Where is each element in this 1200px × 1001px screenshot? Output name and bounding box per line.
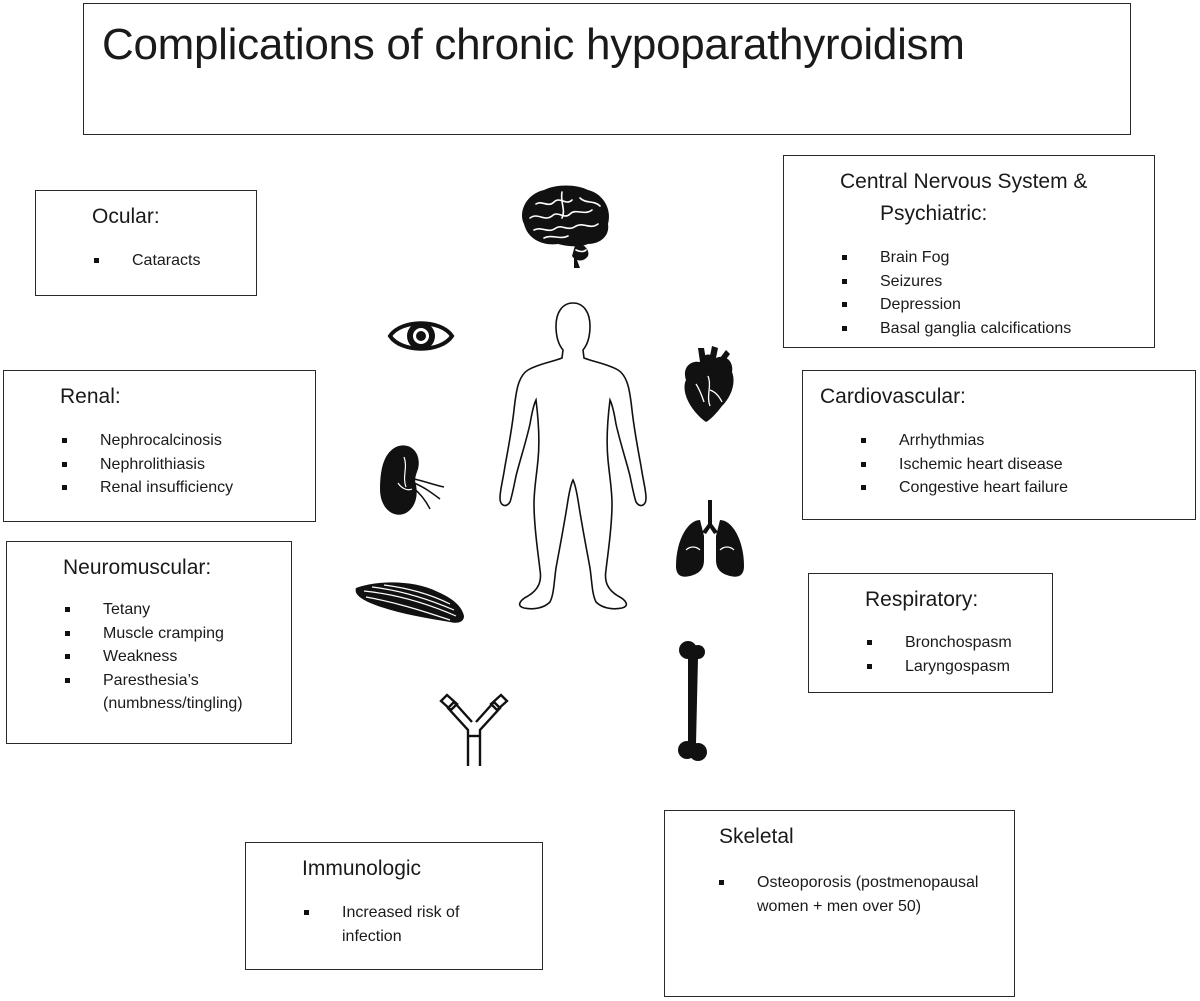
respiratory-box: Respiratory: Bronchospasm Laryngospasm: [808, 573, 1053, 693]
list-item: Brain Fog: [842, 246, 1071, 270]
neuromuscular-heading: Neuromuscular:: [63, 556, 212, 579]
neuromuscular-list: Tetany Muscle cramping Weakness Paresthe…: [65, 598, 280, 716]
respiratory-heading: Respiratory:: [865, 588, 979, 611]
cns-box: Central Nervous System & Psychiatric: Br…: [783, 155, 1155, 348]
list-item: Cataracts: [94, 249, 200, 273]
list-item: Bronchospasm: [867, 631, 1012, 655]
list-item: Tetany: [65, 598, 280, 622]
muscle-icon: [354, 576, 466, 626]
list-item: Weakness: [65, 645, 280, 669]
cns-heading-line1: Central Nervous System &: [840, 170, 1088, 193]
skeletal-box: Skeletal Osteoporosis (postmenopausal wo…: [664, 810, 1015, 997]
ocular-list: Cataracts: [94, 249, 200, 273]
neuromuscular-box: Neuromuscular: Tetany Muscle cramping We…: [6, 541, 292, 744]
human-body-icon: [498, 300, 648, 615]
list-item: Laryngospasm: [867, 655, 1012, 679]
list-item: Depression: [842, 293, 1071, 317]
ocular-box: Ocular: Cataracts: [35, 190, 257, 296]
immunologic-heading: Immunologic: [302, 857, 422, 880]
list-item: Nephrocalcinosis: [62, 429, 233, 453]
renal-box: Renal: Nephrocalcinosis Nephrolithiasis …: [3, 370, 316, 522]
skeletal-heading: Skeletal: [719, 825, 794, 848]
bone-icon: [676, 640, 716, 762]
lungs-icon: [672, 500, 748, 580]
list-item: Muscle cramping: [65, 622, 280, 646]
cardiovascular-list: Arrhythmias Ischemic heart disease Conge…: [861, 429, 1068, 500]
respiratory-list: Bronchospasm Laryngospasm: [867, 631, 1012, 678]
list-item: Ischemic heart disease: [861, 453, 1068, 477]
list-item: Paresthesia’s (numbness/tingling): [65, 669, 280, 716]
list-item: Basal ganglia calcifications: [842, 317, 1071, 341]
list-item: Osteoporosis (postmenopausal women + men…: [719, 871, 979, 918]
cns-list: Brain Fog Seizures Depression Basal gang…: [842, 246, 1071, 340]
ocular-heading: Ocular:: [92, 205, 160, 228]
list-item: Seizures: [842, 270, 1071, 294]
renal-list: Nephrocalcinosis Nephrolithiasis Renal i…: [62, 429, 233, 500]
renal-heading: Renal:: [60, 385, 121, 408]
list-item: Increased risk of infection: [304, 901, 504, 948]
heart-icon: [678, 346, 740, 424]
title-box: Complications of chronic hypoparathyroid…: [83, 3, 1131, 135]
antibody-icon: [438, 690, 510, 768]
brain-icon: [514, 182, 614, 268]
eye-icon: [387, 315, 455, 357]
immunologic-box: Immunologic Increased risk of infection: [245, 842, 543, 970]
page-title: Complications of chronic hypoparathyroid…: [102, 20, 965, 69]
list-item: Nephrolithiasis: [62, 453, 233, 477]
skeletal-list: Osteoporosis (postmenopausal women + men…: [719, 871, 979, 918]
cns-heading-line2: Psychiatric:: [880, 202, 988, 225]
list-item: Congestive heart failure: [861, 476, 1068, 500]
list-item: Arrhythmias: [861, 429, 1068, 453]
cardiovascular-heading: Cardiovascular:: [820, 385, 966, 408]
cardiovascular-box: Cardiovascular: Arrhythmias Ischemic hea…: [802, 370, 1196, 520]
immunologic-list: Increased risk of infection: [304, 901, 504, 948]
kidney-icon: [378, 443, 446, 517]
list-item: Renal insufficiency: [62, 476, 233, 500]
